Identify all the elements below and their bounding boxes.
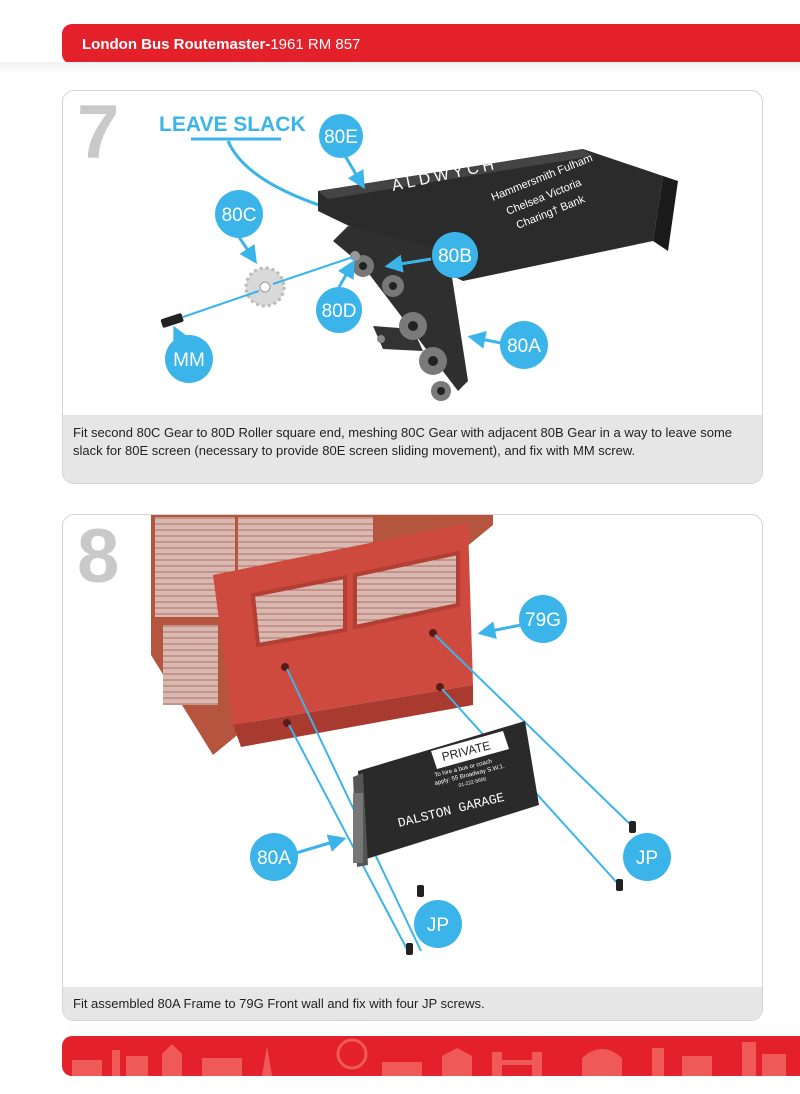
callout-jp-right: JP <box>623 833 671 881</box>
jp-screw-2 <box>629 821 636 833</box>
screw-mm <box>160 313 184 328</box>
callout-79g: 79G <box>477 595 567 643</box>
callout-80a: 80A <box>467 321 548 369</box>
step-8-illustration: PRIVATE To hire a bus or coach apply: 55… <box>151 515 671 955</box>
svg-text:80A: 80A <box>507 336 541 357</box>
header-bar: London Bus Routemaster-1961 RM 857 <box>62 24 800 64</box>
step-8-card: PRIVATE To hire a bus or coach apply: 55… <box>62 514 763 1021</box>
callout-jp-bottom: JP <box>414 900 462 948</box>
svg-text:80A: 80A <box>257 848 291 869</box>
screw-line-2 <box>434 634 634 828</box>
callout-80d: 80D <box>316 259 362 333</box>
callout-80b: 80B <box>384 232 478 278</box>
leave-slack-label: LEAVE SLACK <box>159 113 306 136</box>
callout-80a-step8: 80A <box>250 833 347 881</box>
callout-mm: MM <box>165 325 213 383</box>
svg-text:79G: 79G <box>525 610 561 631</box>
svg-text:80B: 80B <box>438 246 472 267</box>
footer-skyline-bar <box>62 1036 800 1076</box>
svg-text:JP: JP <box>427 915 449 936</box>
gear-stack <box>352 255 451 401</box>
document-title: London Bus Routemaster- <box>82 35 271 53</box>
svg-text:MM: MM <box>173 350 205 371</box>
gear-80c <box>244 266 286 308</box>
frame-80a-sign: PRIVATE To hire a bus or coach apply: 55… <box>353 721 539 867</box>
step-7-illustration: LEAVE SLACK ALDWYCH Hammersmith Fulham C… <box>159 113 678 401</box>
london-skyline-graphic <box>72 1038 786 1076</box>
axis-line-gear <box>272 256 354 285</box>
svg-text:80E: 80E <box>324 127 358 148</box>
jp-screw-3 <box>406 943 413 955</box>
step-7-caption: Fit second 80C Gear to 80D Roller square… <box>63 415 762 483</box>
document-subtitle: 1961 RM 857 <box>270 35 361 53</box>
step-8-caption: Fit assembled 80A Frame to 79G Front wal… <box>63 987 762 1020</box>
callout-80c: 80C <box>215 190 263 264</box>
roller-80d-end <box>350 251 360 261</box>
callout-80e: 80E <box>319 114 365 190</box>
step-7-card: 7 LEAVE SLACK ALDWYCH Hammersmith Fulham… <box>62 90 763 484</box>
svg-text:80C: 80C <box>222 205 257 226</box>
axis-line-screw <box>182 290 260 318</box>
step-8-number: 8 <box>77 514 120 599</box>
screw-line-3 <box>288 724 410 954</box>
svg-text:80D: 80D <box>322 301 357 322</box>
jp-screw-4 <box>616 879 623 891</box>
step-7-number: 7 <box>77 90 120 175</box>
svg-text:JP: JP <box>636 848 658 869</box>
header-shadow <box>0 62 800 74</box>
jp-screw-1 <box>417 885 424 897</box>
